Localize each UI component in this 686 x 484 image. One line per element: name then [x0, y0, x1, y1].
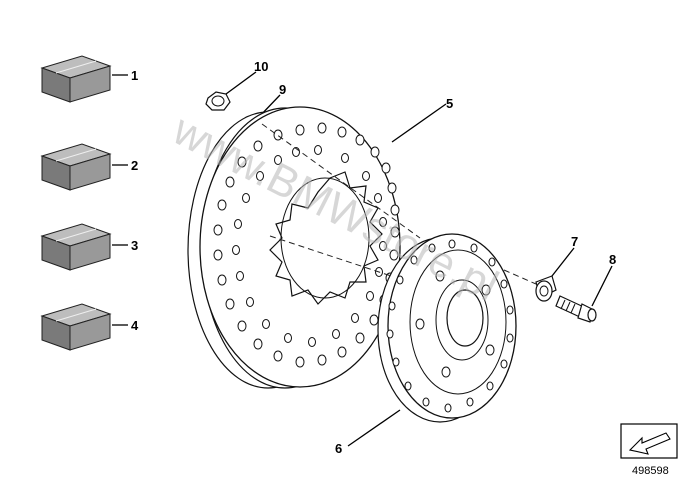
leader-line-8: [591, 265, 613, 307]
callout-3[interactable]: 3: [131, 238, 138, 253]
leader-line-7: [551, 247, 575, 277]
catalog-number: 498598: [632, 465, 669, 477]
brake-disc-part-5[interactable]: [187, 106, 401, 389]
bolt-part-8[interactable]: [555, 295, 597, 323]
callout-8[interactable]: 8: [609, 252, 616, 267]
leader-line-10: [225, 71, 257, 95]
callout-5[interactable]: 5: [446, 96, 453, 111]
sleeve-part-7[interactable]: [535, 275, 557, 302]
leader-line-5: [391, 103, 447, 143]
callout-6[interactable]: 6: [335, 441, 342, 456]
catalog-box: [620, 423, 678, 459]
callout-10[interactable]: 10: [254, 59, 268, 74]
direction-arrow-icon: [628, 432, 671, 455]
carrier-flange-part-6[interactable]: [377, 233, 517, 423]
leader-line-6: [347, 409, 401, 447]
assembly-axis-right: [503, 269, 537, 285]
part-block-4[interactable]: [40, 303, 112, 351]
callout-7[interactable]: 7: [571, 234, 578, 249]
assembly-axis-upper: [261, 123, 421, 239]
callout-4[interactable]: 4: [131, 318, 139, 333]
part-block-2[interactable]: [40, 143, 112, 191]
nut-part-10[interactable]: [205, 91, 231, 111]
callout-2[interactable]: 2: [131, 158, 138, 173]
part-block-3[interactable]: [40, 223, 112, 271]
callout-9[interactable]: 9: [279, 82, 286, 97]
callout-1[interactable]: 1: [131, 68, 138, 83]
part-block-1[interactable]: [40, 55, 112, 103]
